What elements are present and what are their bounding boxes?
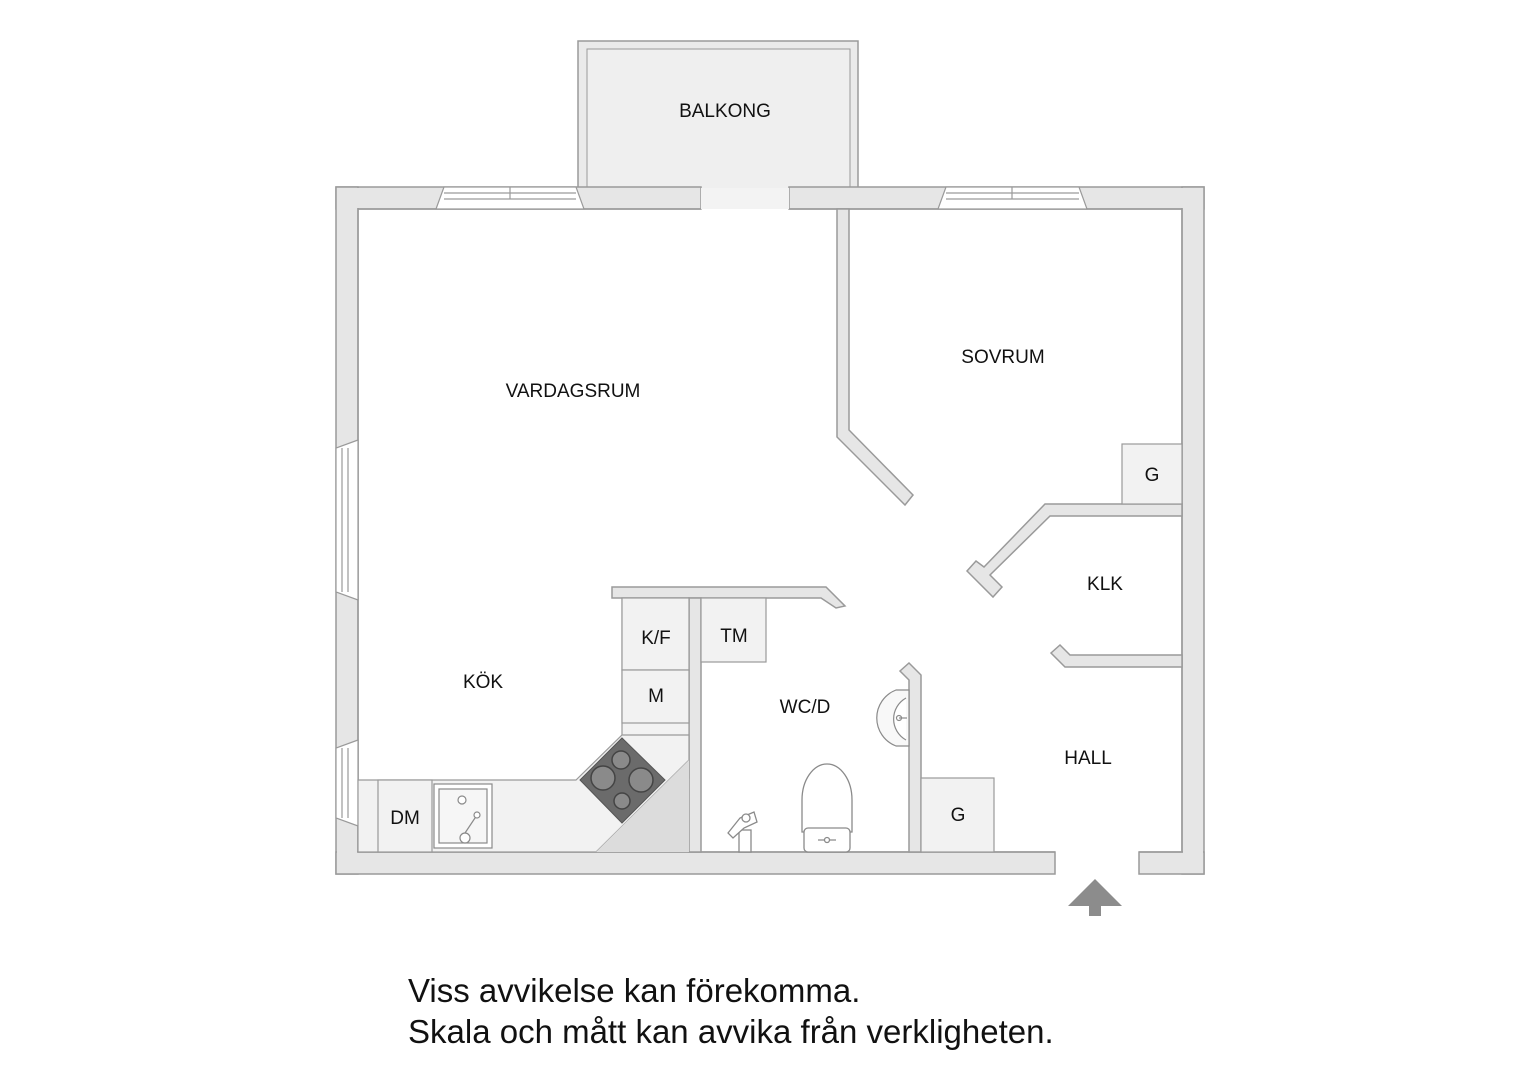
wardrobe-hall [920,777,995,853]
fridge-freezer [621,597,690,671]
room-label-klk: KLK [1087,574,1123,595]
wall-fill [337,188,1203,873]
stove-icon [579,737,666,824]
fixture-label-kf: K/F [641,628,671,649]
fixture-label-g-hall: G [951,805,966,826]
fixture-label-tm: TM [720,626,747,647]
washing-machine [700,597,767,663]
shower-icon [727,811,758,853]
disclaimer-line-1: Viss avvikelse kan förekomma. [408,972,861,1009]
fixture-label-dm: DM [390,808,420,829]
outer-walls [335,186,1205,875]
room-label-hall: HALL [1064,748,1112,769]
dishwasher [377,779,433,853]
room-label-vardagsrum: VARDAGSRUM [506,381,641,402]
disclaimer: Viss avvikelse kan förekomma. Skala och … [408,970,1508,1052]
wardrobe-bedroom [1121,443,1183,505]
wall-inner-edge [357,208,1183,853]
room-label-kok: KÖK [463,672,503,693]
entrance-arrow-icon [1068,879,1122,916]
washbasin-icon [876,689,910,747]
fixture-labels: G G K/F M TM DM [390,465,1159,829]
fixture-label-g-bedroom: G [1145,465,1160,486]
toilet-icon [801,763,853,853]
balcony [577,40,859,190]
room-label-balkong: BALKONG [679,101,771,122]
room-label-sovrum: SOVRUM [961,347,1044,368]
balcony-door-opening [701,188,789,209]
windows [335,186,1088,827]
room-labels: BALKONG VARDAGSRUM SOVRUM KÖK WC/D KLK H… [463,101,1123,769]
fixture-label-m: M [648,686,664,707]
room-label-wc-d: WC/D [780,697,831,718]
disclaimer-line-2: Skala och mått kan avvika från verklighe… [408,1013,1054,1050]
sink-icon [433,783,493,849]
microwave [621,669,690,724]
